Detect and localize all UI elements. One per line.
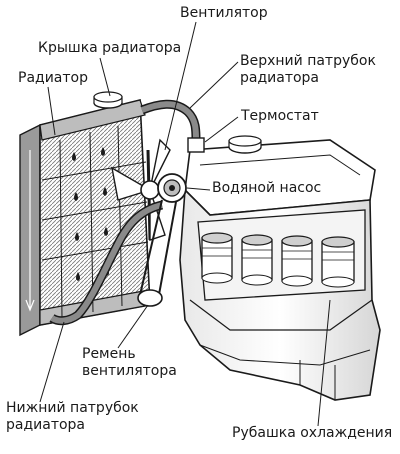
- label-fan: Вентилятор: [180, 5, 268, 22]
- leader-radiator-cap: [100, 58, 110, 96]
- cylinder: [242, 235, 272, 285]
- cylinder: [282, 236, 312, 286]
- label-upper-hose-line-2: радиатора: [240, 70, 376, 87]
- label-cooling-jacket: Рубашка охлаждения: [232, 425, 392, 442]
- label-water-pump: Водяной насос: [212, 180, 321, 197]
- thermostat-housing: [188, 138, 204, 152]
- cylinder: [202, 233, 232, 283]
- cylinder: [322, 237, 354, 287]
- label-fan-belt-line-2: вентилятора: [82, 363, 177, 380]
- label-thermostat: Термостат: [241, 108, 319, 125]
- leader-upper-hose: [190, 62, 238, 108]
- label-radiator: Радиатор: [18, 70, 88, 87]
- leader-lower-hose: [40, 322, 64, 402]
- label-fan-belt: Ремень вентилятора: [82, 346, 177, 380]
- label-upper-hose-line-1: Верхний патрубок: [240, 53, 376, 70]
- label-lower-hose-line-1: Нижний патрубок: [6, 400, 139, 417]
- water-pump: [158, 174, 186, 202]
- label-lower-hose-line-2: радиатора: [6, 417, 139, 434]
- label-fan-belt-line-1: Ремень: [82, 346, 177, 363]
- leader-fan-belt: [118, 305, 148, 348]
- label-lower-hose: Нижний патрубок радиатора: [6, 400, 139, 434]
- label-radiator-cap: Крышка радиатора: [38, 40, 181, 57]
- label-upper-hose: Верхний патрубок радиатора: [240, 53, 376, 87]
- radiator-cap: [94, 92, 122, 108]
- crank-pulley: [138, 290, 162, 306]
